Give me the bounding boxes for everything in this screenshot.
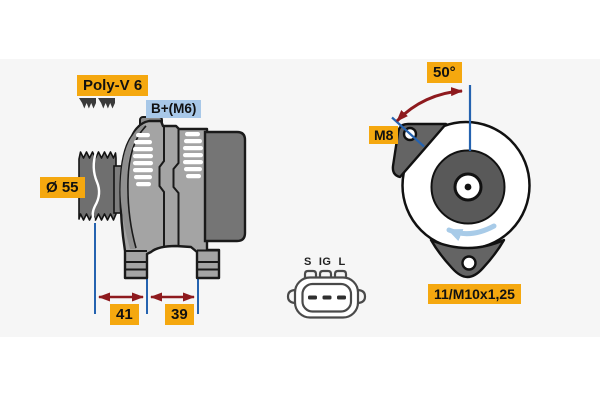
shaft-thread-label: 11/M10x1,25	[428, 284, 521, 304]
dimension-39-label: 39	[165, 304, 194, 325]
connector-pins	[308, 295, 346, 300]
vent-slots-rear	[183, 132, 203, 179]
vent-slots-front	[133, 133, 153, 187]
shaft-center	[464, 183, 472, 191]
mount-thread-label: M8	[369, 126, 399, 144]
housing-joint-lines	[158, 126, 180, 248]
break-line	[91, 151, 101, 221]
angle-dimension-arrow-icon	[395, 87, 463, 123]
pulley-diameter-label: Ø 55	[40, 177, 85, 198]
b-plus-terminal-label: B+(M6)	[146, 100, 202, 118]
connector-diagram	[286, 269, 367, 319]
pin-label-ig: IG	[318, 256, 332, 268]
connector-tab	[318, 269, 333, 279]
mount-angle-label: 50°	[427, 62, 462, 83]
rotation-direction-arrow-icon	[446, 223, 497, 242]
belt-type-label: Poly-V 6	[77, 75, 149, 96]
dimension-41-label: 41	[110, 304, 139, 325]
connector-tab	[333, 269, 348, 279]
mounting-feet-ribs	[125, 249, 219, 271]
connector-pin-labels: S IG L	[304, 256, 346, 268]
pin-label-l: L	[338, 256, 346, 268]
front-bracket-contour	[127, 125, 147, 249]
pin-label-s: S	[304, 256, 312, 268]
connector-wing	[286, 288, 297, 305]
connector-tab	[303, 269, 318, 279]
rear-cover	[203, 130, 247, 243]
angle-reference-lines	[391, 85, 472, 151]
alternator-side-view	[78, 98, 247, 314]
alternator-front-view	[391, 85, 531, 279]
connector-wing	[356, 288, 367, 305]
mounting-hole-bottom	[461, 255, 477, 271]
front-bracket-shading	[120, 125, 146, 249]
